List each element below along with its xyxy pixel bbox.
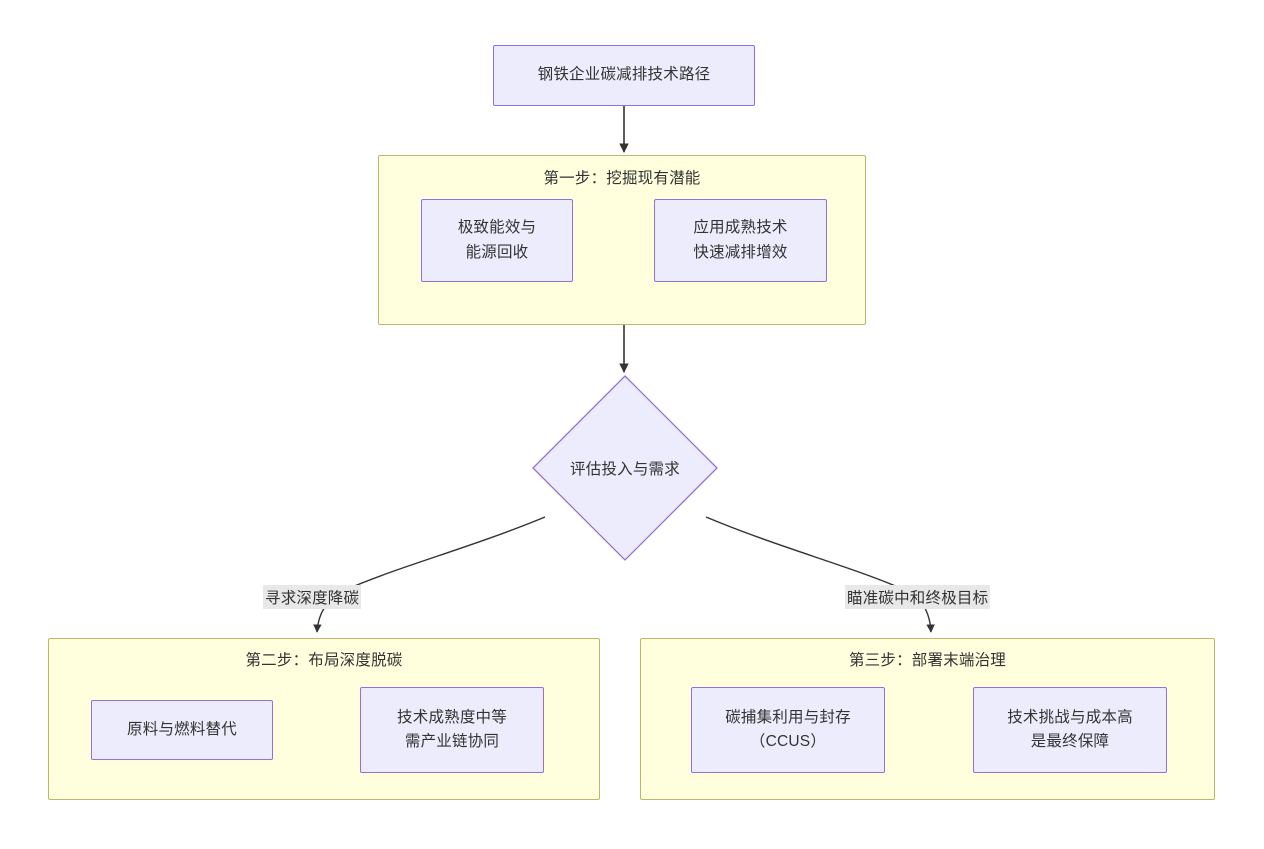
node-s1n2-label: 应用成熟技术 快速减排增效: [693, 219, 788, 261]
edge-label-left: 寻求深度降碳: [263, 585, 362, 609]
diamond-shape: [532, 375, 718, 561]
edge-decision-to-step3: [705, 516, 935, 633]
node-s3n1[interactable]: 碳捕集利用与封存 （CCUS）: [691, 687, 885, 773]
node-s1n1-label: 极致能效与 能源回收: [457, 219, 537, 261]
subgraph-step2-title: 第二步：布局深度脱碳: [245, 652, 403, 669]
node-s2n2[interactable]: 技术成熟度中等 需产业链协同: [360, 687, 544, 773]
node-s1n2[interactable]: 应用成熟技术 快速减排增效: [654, 199, 827, 282]
node-s2n1-label: 原料与燃料替代: [127, 720, 237, 738]
edge-label-right: 瞄准碳中和终极目标: [845, 585, 991, 609]
node-decision-label: 评估投入与需求: [570, 461, 680, 478]
edge-decision-to-step2: [313, 516, 546, 633]
node-s1n1[interactable]: 极致能效与 能源回收: [421, 199, 573, 282]
node-s3n2-label: 技术挑战与成本高 是最终保障: [1007, 708, 1133, 750]
node-decision[interactable]: 评估投入与需求: [531, 374, 719, 562]
subgraph-step3-title: 第三步：部署末端治理: [848, 652, 1006, 669]
node-s3n2[interactable]: 技术挑战与成本高 是最终保障: [973, 687, 1167, 773]
node-s2n1[interactable]: 原料与燃料替代: [91, 700, 273, 760]
node-root-label: 钢铁企业碳减排技术路径: [537, 66, 711, 84]
node-s3n1-label: 碳捕集利用与封存 （CCUS）: [725, 708, 851, 750]
node-root[interactable]: 钢铁企业碳减排技术路径: [493, 45, 755, 106]
node-s2n2-label: 技术成熟度中等 需产业链协同: [397, 708, 507, 750]
subgraph-step1-title: 第一步：挖掘现有潜能: [543, 170, 701, 187]
